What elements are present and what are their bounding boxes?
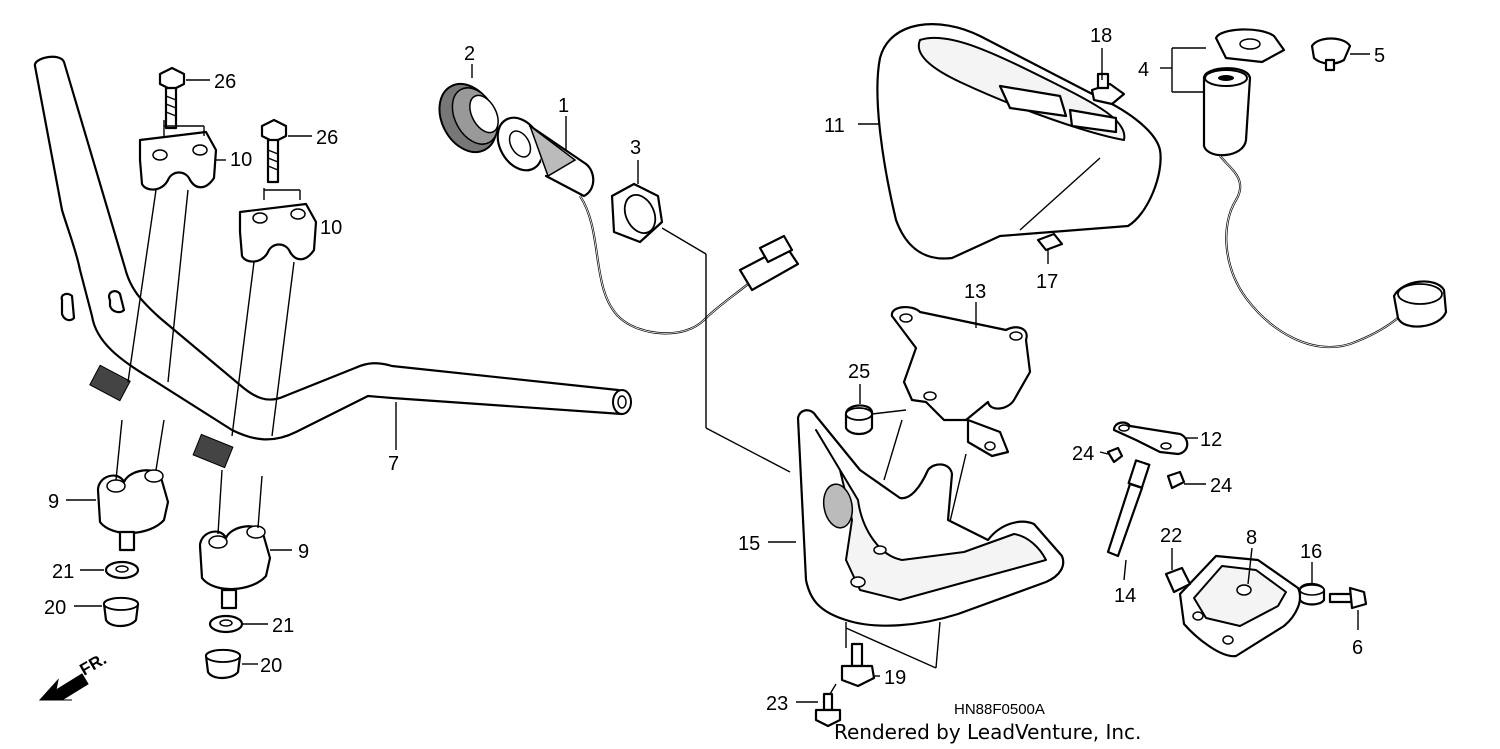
- callout-21-left: 21: [52, 561, 74, 583]
- screw-part-24-right[interactable]: [1166, 470, 1186, 490]
- collar-part-16[interactable]: [1298, 582, 1326, 606]
- bolt-part-6[interactable]: [1328, 586, 1368, 610]
- key-part-5[interactable]: [1310, 37, 1352, 72]
- callout-25: 25: [848, 361, 870, 383]
- callout-26-right: 26: [316, 127, 338, 149]
- callout-19: 19: [884, 667, 906, 689]
- upper-holder-part-10-left[interactable]: [138, 130, 218, 191]
- handlebar-part-7[interactable]: [33, 55, 632, 469]
- assembly-lines-cover: [661, 227, 941, 695]
- nut-part-20-left[interactable]: [102, 596, 140, 628]
- ignition-switch-part-4[interactable]: [1202, 28, 1448, 349]
- callout-4: 4: [1138, 59, 1149, 81]
- callout-5: 5: [1374, 45, 1385, 67]
- washer-part-21-right[interactable]: [208, 614, 244, 634]
- callout-9-left: 9: [48, 491, 59, 513]
- callout-9-right: 9: [298, 541, 309, 563]
- callout-12: 12: [1200, 429, 1222, 451]
- socket-wire-connector: [579, 195, 800, 335]
- assembly-lines-handlebar: [115, 120, 301, 535]
- callout-2: 2: [464, 43, 475, 65]
- callout-24-right: 24: [1210, 475, 1232, 497]
- upper-holder-part-10-right[interactable]: [238, 202, 318, 263]
- callout-26-left: 26: [214, 71, 236, 93]
- callout-22: 22: [1160, 525, 1182, 547]
- nut-part-20-right[interactable]: [204, 648, 242, 680]
- front-direction-arrow: FR.: [38, 649, 110, 701]
- callout-7: 7: [388, 453, 399, 475]
- callout-20-right: 20: [260, 655, 282, 677]
- callout-labels: 1 2 3 4 5 6 7 8 9 9 10 10 11 12 13 14 15…: [44, 25, 1385, 715]
- callout-16: 16: [1300, 541, 1322, 563]
- callout-14: 14: [1114, 585, 1136, 607]
- clip-part-17[interactable]: [1036, 232, 1064, 252]
- callout-8: 8: [1246, 527, 1257, 549]
- bracket-lines-part-4: [1171, 47, 1206, 93]
- callout-6: 6: [1352, 637, 1363, 659]
- callout-17: 17: [1036, 271, 1058, 293]
- bolt-part-26-left[interactable]: [158, 66, 186, 130]
- callout-15: 15: [738, 533, 760, 555]
- callout-13: 13: [964, 281, 986, 303]
- assembly-lines-stay: [871, 409, 967, 531]
- nut-part-3[interactable]: [610, 182, 664, 244]
- callout-18: 18: [1090, 25, 1112, 47]
- washer-part-21-left[interactable]: [104, 560, 140, 580]
- callout-21-right: 21: [272, 615, 294, 637]
- socket-part-1[interactable]: [489, 110, 595, 198]
- lower-cover-part-15[interactable]: [796, 409, 1065, 627]
- credit-text: Rendered by LeadVenture, Inc.: [834, 720, 1141, 744]
- callout-10-left: 10: [230, 149, 252, 171]
- callout-leaders: [66, 48, 1370, 703]
- nut-part-22[interactable]: [1164, 566, 1192, 594]
- arrow-icon: [38, 673, 89, 701]
- plate-part-12[interactable]: [1112, 421, 1189, 456]
- screw-part-24-left[interactable]: [1106, 446, 1124, 464]
- clip-part-18[interactable]: [1090, 72, 1126, 106]
- callout-10-right: 10: [320, 217, 342, 239]
- bolt-part-19[interactable]: [840, 642, 876, 688]
- bracket-part-8[interactable]: [1178, 554, 1302, 658]
- callout-24-left: 24: [1072, 443, 1094, 465]
- callout-1: 1: [558, 95, 569, 117]
- callout-20-left: 20: [44, 597, 66, 619]
- bolt-part-26-right[interactable]: [260, 118, 288, 184]
- callout-23: 23: [766, 693, 788, 715]
- grommet-part-25[interactable]: [844, 404, 874, 436]
- screw-part-23[interactable]: [814, 692, 842, 728]
- stay-part-13[interactable]: [890, 306, 1032, 458]
- lower-holder-part-9-right[interactable]: [198, 525, 272, 610]
- diagram-code: HN88F0500A: [954, 701, 1045, 718]
- cap-part-2[interactable]: [428, 74, 508, 162]
- pin-part-14[interactable]: [1106, 459, 1151, 558]
- cover-part-11[interactable]: [876, 23, 1162, 260]
- callout-11: 11: [824, 115, 845, 137]
- lower-holder-part-9-left[interactable]: [96, 469, 170, 552]
- callout-3: 3: [630, 137, 641, 159]
